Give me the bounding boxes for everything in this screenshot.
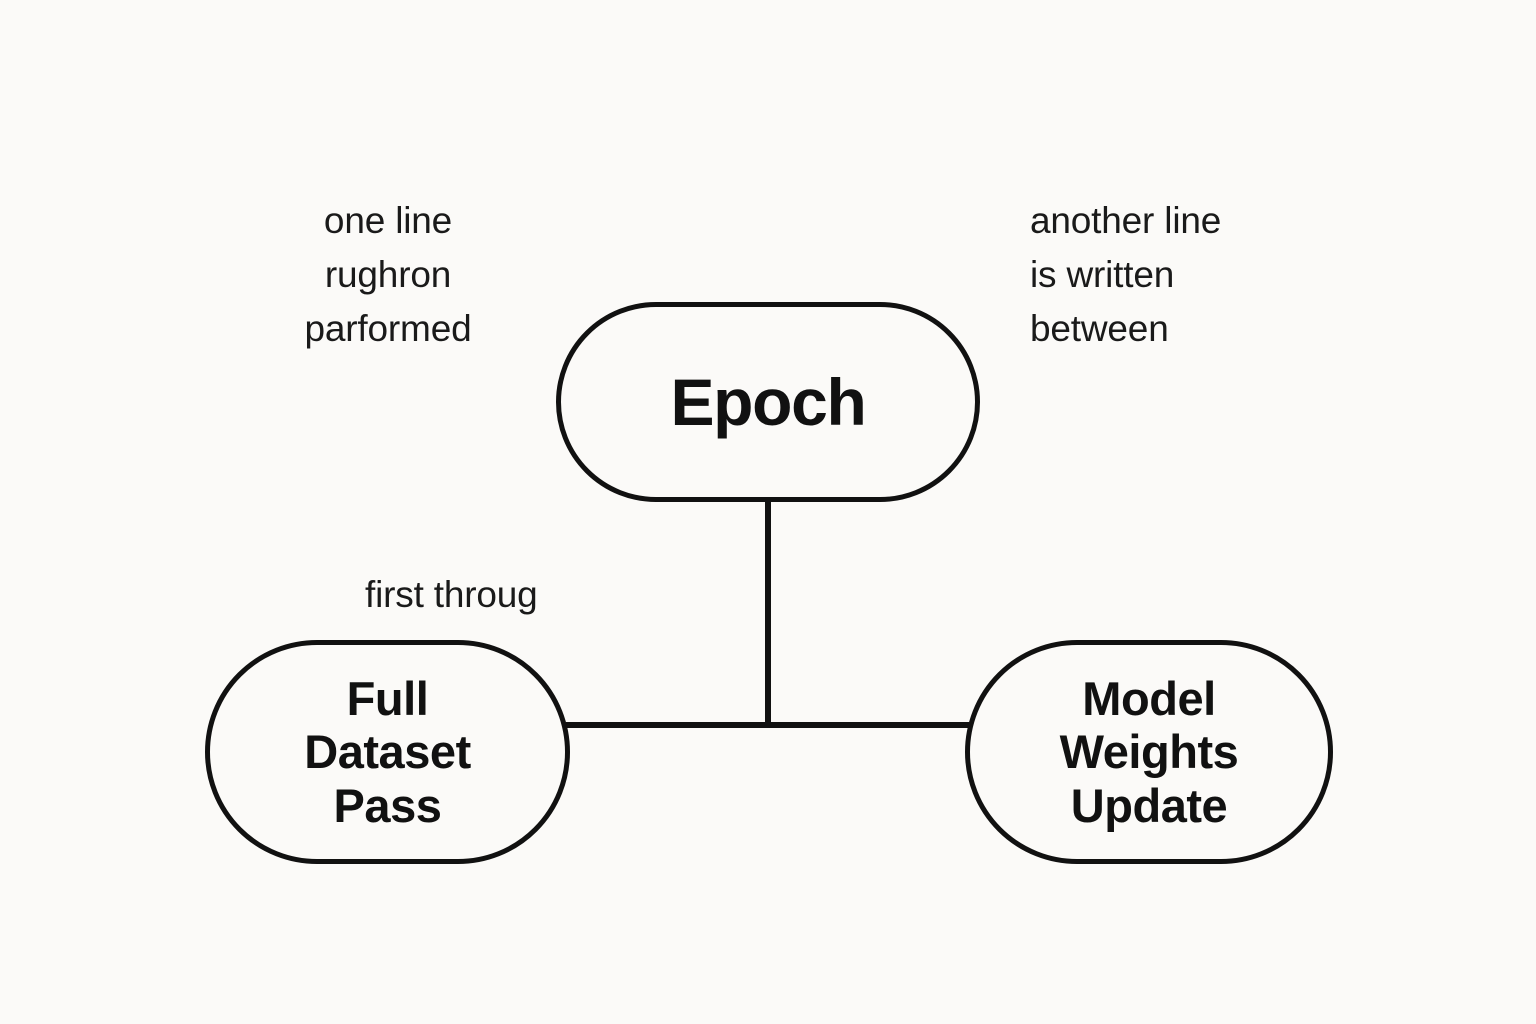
annotation-left-note: one line rughron parformed xyxy=(304,200,472,350)
annotation-edge-label: first throug xyxy=(365,574,538,615)
annotation-right-note: another line is written between xyxy=(1030,200,1222,350)
node-model-weights-update-label: Model Weights Update xyxy=(1059,672,1239,832)
node-epoch-label: Epoch xyxy=(670,364,866,439)
node-full-dataset-pass[interactable]: Full Dataset Pass xyxy=(205,640,570,864)
node-epoch[interactable]: Epoch xyxy=(556,302,980,502)
node-model-weights-update[interactable]: Model Weights Update xyxy=(965,640,1333,864)
node-full-dataset-pass-label: Full Dataset Pass xyxy=(304,672,471,832)
